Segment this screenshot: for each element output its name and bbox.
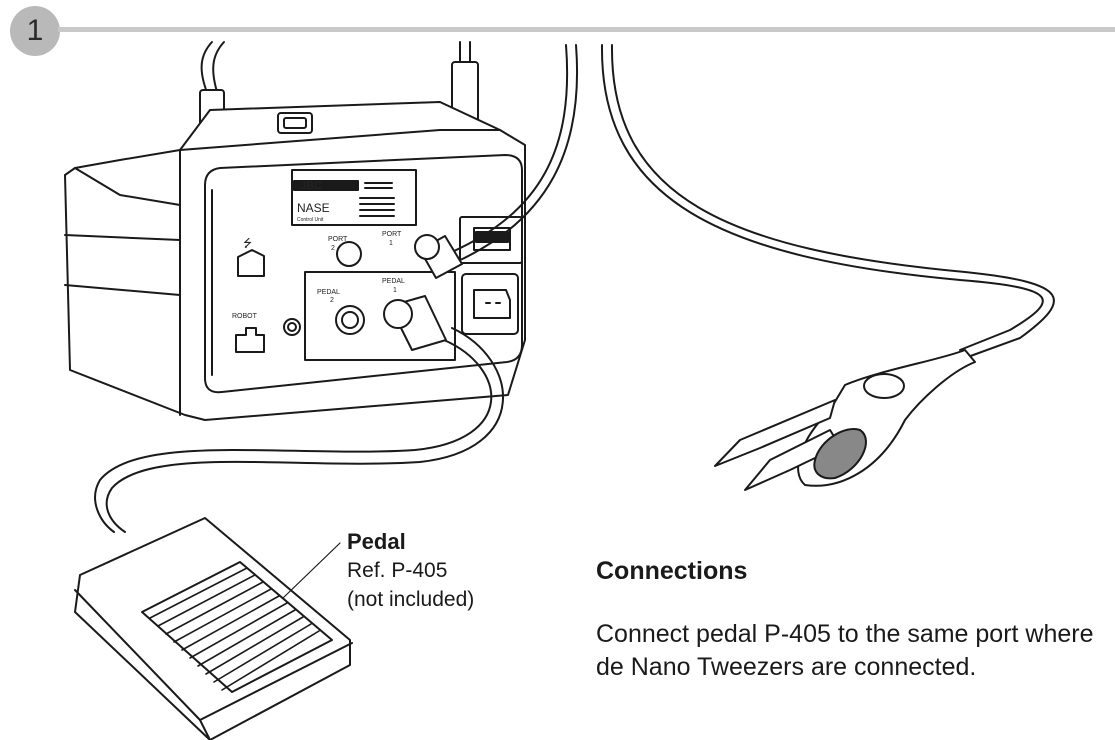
- label-plate: [291, 169, 417, 226]
- tweezer-cable: [600, 44, 1044, 351]
- tweezers-grip: [813, 428, 867, 480]
- pedal-plate: [141, 561, 333, 693]
- pedal-ridges: [149, 567, 320, 691]
- connections-section: Connections Connect pedal P-405 to the s…: [596, 557, 1106, 684]
- connections-title: Connections: [596, 557, 748, 585]
- pedal2-label-top: PEDAL: [317, 289, 340, 296]
- model-label: NASE: [297, 201, 330, 215]
- robot-port: [235, 327, 265, 353]
- port1-cable: [455, 44, 578, 263]
- rear-cable-left-2: [200, 41, 213, 96]
- robot-label: ROBOT: [232, 313, 258, 320]
- brand-logo: JBC: [300, 180, 322, 192]
- usb-port: [237, 249, 265, 277]
- pedal-leader-line: [282, 542, 341, 599]
- step-number: 1: [26, 14, 44, 47]
- port2-label-top: PORT: [328, 236, 348, 243]
- pedal-callout: Pedal Ref. P-405 (not included): [347, 527, 474, 614]
- pedal2-socket: [335, 305, 365, 335]
- pedal-callout-title: Pedal: [347, 529, 406, 554]
- robot-side-jack: [283, 318, 301, 336]
- pedal2-label-bottom: 2: [330, 297, 334, 304]
- usb-icon: ⭍: [243, 237, 252, 250]
- step-badge: 1: [10, 6, 60, 56]
- tweezers-button: [863, 373, 905, 399]
- pedal-callout-note: (not included): [347, 588, 475, 611]
- pedal1-label-bottom: 1: [393, 287, 397, 294]
- pedal-cable: [105, 327, 505, 533]
- pedal-callout-ref: Ref. P-405: [347, 559, 448, 582]
- connections-body: Connect pedal P-405 to the same port whe…: [596, 620, 1094, 681]
- tweezer-tip-upper: [714, 399, 836, 467]
- port2-socket: [336, 241, 362, 267]
- station-top-edge: [179, 129, 501, 151]
- port1-label-top: PORT: [382, 231, 402, 238]
- pedal1-label-top: PEDAL: [382, 278, 405, 285]
- port1-label-bottom: 1: [389, 240, 393, 247]
- header-rule: [58, 27, 1115, 32]
- model-subtitle: Control Unit: [297, 217, 324, 223]
- rear-cable-left: [212, 41, 225, 96]
- port2-label-bottom: 2: [331, 245, 335, 252]
